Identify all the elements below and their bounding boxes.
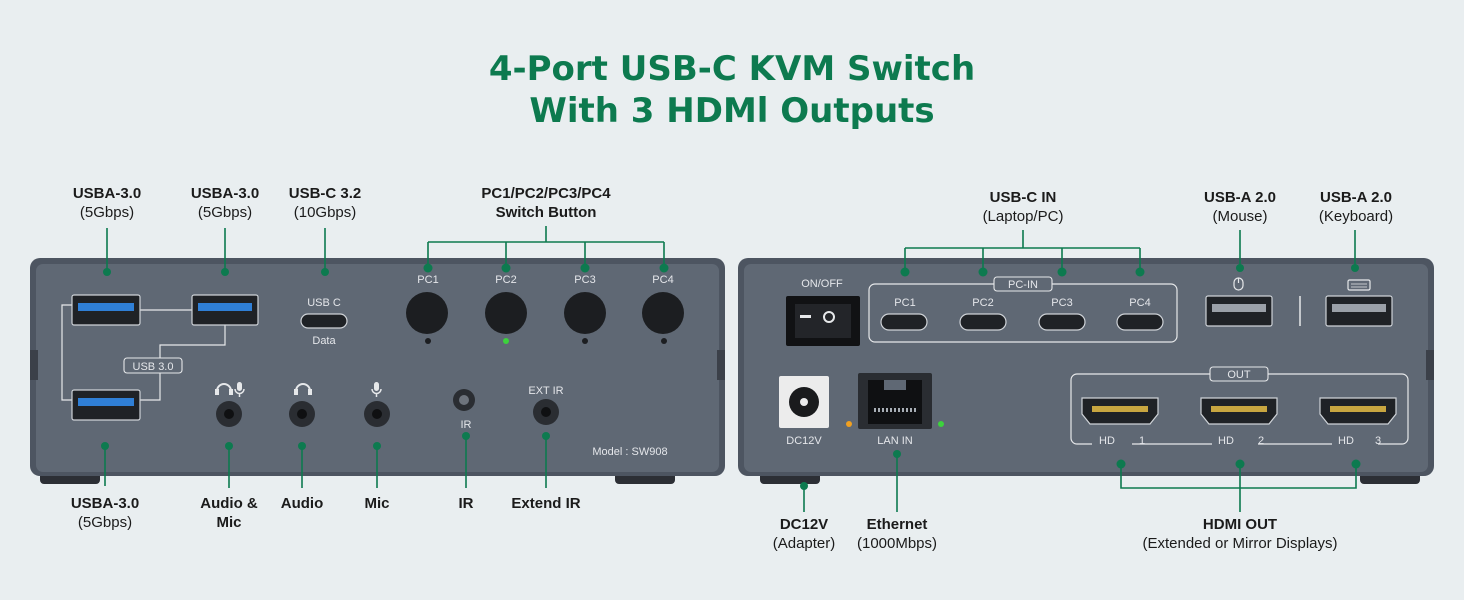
label-hdmi-out: HDMI OUT(Extended or Mirror Displays) (1142, 516, 1338, 552)
hdmi-port-3 (1319, 397, 1397, 425)
page-title-line2: With 3 HDMl Outputs (529, 91, 935, 131)
hd-label-3: HD (1338, 435, 1354, 447)
pc1-led (425, 338, 431, 344)
callout-lines (104, 226, 1357, 512)
label-usb-a-keyboard: USB-A 2.0(Keyboard) (1318, 189, 1394, 225)
mouse-icon (1233, 277, 1244, 291)
dc12v-label: DC12V (786, 435, 822, 447)
button-label-pc1: PC1 (417, 274, 438, 286)
label-usb-a-mouse: USB-A 2.0(Mouse) (1204, 189, 1276, 225)
callout-dots (101, 263, 1361, 490)
lan-activity-led (846, 421, 852, 427)
label-ethernet: Ethernet(1000Mbps) (856, 516, 938, 552)
pc3-switch-button[interactable] (564, 292, 606, 334)
label-usba-3-0-bottom: USBA-3.0(5Gbps) (70, 495, 140, 531)
pc3-led (582, 338, 588, 344)
back-panel: ON/OFF PC-IN PC1 PC2 PC3 PC4 (738, 258, 1434, 484)
lan-in-label: LAN IN (877, 435, 913, 447)
label-usb-c-3-2: USB-C 3.2(10Gbps) (288, 185, 362, 221)
on-off-label: ON/OFF (801, 278, 843, 290)
hd-number-2: 2 (1258, 435, 1264, 447)
label-audio: Audio (280, 495, 324, 512)
hdmi-port-1 (1081, 397, 1159, 425)
label-dc12v: DC12V(Adapter) (772, 516, 836, 552)
usb-c-in-port-pc2 (959, 313, 1007, 331)
keyboard-icon (1347, 279, 1371, 291)
front-panel: USB 3.0 USB C Data IR EXT IR Model : SW9… (30, 258, 725, 484)
label-audio-mic: Audio &Mic (200, 495, 258, 531)
ext-ir-label: EXT IR (528, 385, 563, 397)
port-label-pc2: PC2 (972, 297, 993, 309)
usb-c-data-label: Data (312, 335, 336, 347)
port-label-pc3: PC3 (1051, 297, 1072, 309)
label-extend-ir: Extend IR (511, 495, 581, 512)
usb-c-in-port-pc4 (1116, 313, 1164, 331)
hdmi-port-2 (1200, 397, 1278, 425)
usb-c-port-label: USB C (307, 297, 341, 309)
label-usb-c-in: USB-C IN(Laptop/PC) (982, 189, 1064, 225)
usb-c-port (300, 313, 348, 329)
label-usba-3-0-top-left: USBA-3.0(5Gbps) (72, 185, 142, 221)
pc2-switch-button[interactable] (485, 292, 527, 334)
pc-in-label: PC-IN (1008, 279, 1038, 291)
button-label-pc3: PC3 (574, 274, 595, 286)
headset-icon (215, 382, 245, 397)
model-label: Model : SW908 (592, 446, 667, 458)
power-switch[interactable] (786, 296, 860, 346)
hd-label-2: HD (1218, 435, 1234, 447)
pc1-switch-button[interactable] (406, 292, 448, 334)
port-label-pc1: PC1 (894, 297, 915, 309)
out-label: OUT (1227, 369, 1251, 381)
hd-number-1: 1 (1139, 435, 1145, 447)
button-label-pc2: PC2 (495, 274, 516, 286)
ir-label: IR (461, 419, 472, 431)
label-mic: Mic (364, 495, 390, 512)
page-title-line1: 4-Port USB-C KVM Switch (488, 49, 976, 89)
usb-c-in-port-pc1 (880, 313, 928, 331)
lan-link-led (938, 421, 944, 427)
pc4-led (661, 338, 667, 344)
usb-c-in-port-pc3 (1038, 313, 1086, 331)
hd-label-1: HD (1099, 435, 1115, 447)
usba-port-3 (71, 389, 141, 421)
pc4-switch-button[interactable] (642, 292, 684, 334)
port-label-pc4: PC4 (1129, 297, 1150, 309)
microphone-icon (371, 382, 382, 397)
headphone-icon (294, 383, 312, 395)
pc2-led (503, 338, 509, 344)
ethernet-port (858, 373, 932, 429)
label-ir: IR (458, 495, 474, 512)
usba-port-2 (191, 294, 259, 326)
label-usba-3-0-top-right: USBA-3.0(5Gbps) (190, 185, 260, 221)
usb30-badge: USB 3.0 (133, 361, 174, 373)
hd-number-3: 3 (1375, 435, 1381, 447)
usba-port-1 (71, 294, 141, 326)
button-label-pc4: PC4 (652, 274, 673, 286)
